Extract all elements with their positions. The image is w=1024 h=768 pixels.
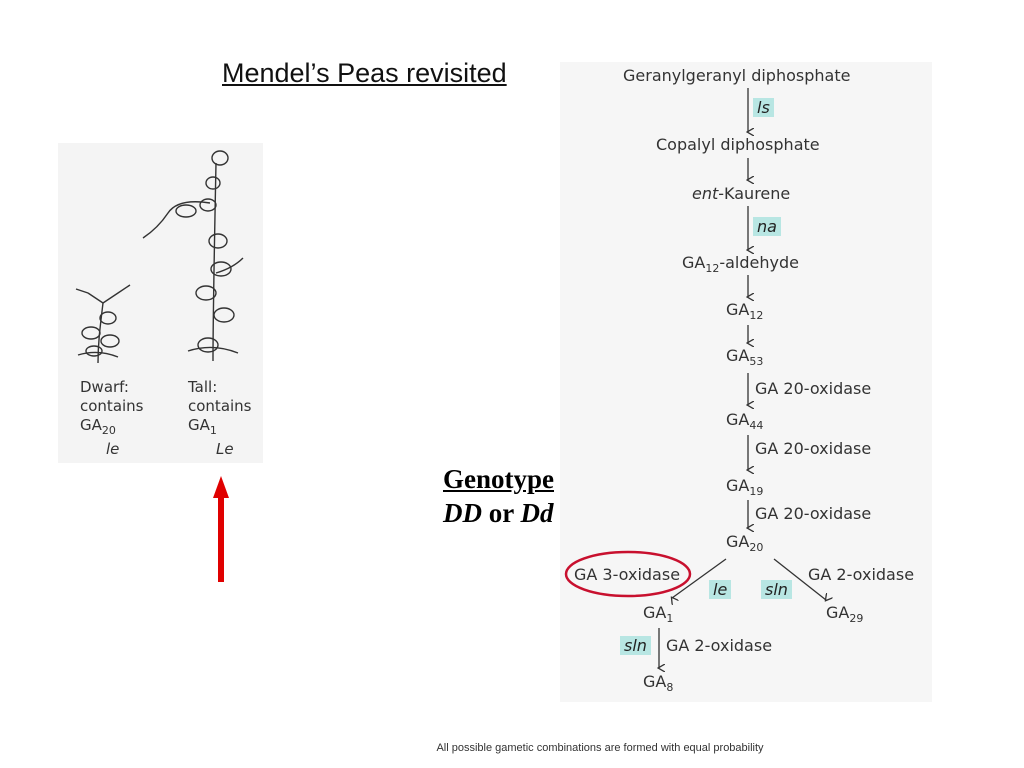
genotype-heading: Genotype	[443, 464, 554, 494]
pea-plants-drawing	[75, 150, 244, 364]
enzyme-ga20-oxidase-2: GA 20-oxidase	[755, 439, 872, 458]
dwarf-line2: contains	[80, 397, 144, 415]
enzyme-ga3-oxidase: GA 3-oxidase	[574, 565, 681, 584]
dwarf-line1: Dwarf:	[80, 378, 129, 396]
node-ga20: GA20	[726, 532, 764, 555]
red-up-arrow-icon	[213, 476, 229, 582]
node-copalyl: Copalyl diphosphate	[656, 135, 820, 154]
enzyme-box-sln-2: sln	[620, 636, 651, 655]
node-ent-kaurene: ent-Kaurene	[692, 184, 791, 203]
enzyme-ga2-oxidase-2: GA 2-oxidase	[666, 636, 773, 655]
genotype-block: Genotype DD or Dd	[443, 462, 554, 530]
tall-label: Tall: contains GA1 Le	[188, 378, 252, 459]
genotype-values: DD or Dd	[443, 498, 554, 528]
node-ga19: GA19	[726, 476, 764, 499]
node-ga12-aldehyde: GA12-aldehyde	[682, 253, 799, 276]
tall-ga: GA1	[188, 416, 217, 437]
dwarf-allele: le	[106, 440, 120, 458]
slide-title: Mendel’s Peas revisited	[222, 58, 507, 88]
node-ga12: GA12	[726, 300, 764, 323]
pea-plants-illustration	[58, 143, 263, 463]
enzyme-box-sln-1: sln	[761, 580, 792, 599]
enzyme-ga20-oxidase-1: GA 20-oxidase	[755, 379, 872, 398]
enzyme-ga20-oxidase-3: GA 20-oxidase	[755, 504, 872, 523]
node-ga29: GA29	[826, 603, 864, 626]
highlight-ring	[564, 550, 692, 598]
dwarf-label: Dwarf: contains GA20 le	[80, 378, 144, 459]
enzyme-box-na: na	[753, 217, 781, 236]
node-ga1: GA1	[643, 603, 674, 626]
node-ga44: GA44	[726, 410, 764, 433]
node-ga8: GA8	[643, 672, 674, 695]
tall-allele: Le	[216, 440, 234, 458]
node-ggpp: Geranylgeranyl diphosphate	[623, 66, 851, 85]
enzyme-box-ls: ls	[753, 98, 774, 117]
tall-line2: contains	[188, 397, 252, 415]
enzyme-ga2-oxidase-1: GA 2-oxidase	[808, 565, 915, 584]
tall-line1: Tall:	[188, 378, 218, 396]
node-ga53: GA53	[726, 346, 764, 369]
dwarf-ga: GA20	[80, 416, 116, 437]
footer-note: All possible gametic combinations are fo…	[436, 742, 764, 754]
enzyme-box-le: le	[709, 580, 732, 599]
